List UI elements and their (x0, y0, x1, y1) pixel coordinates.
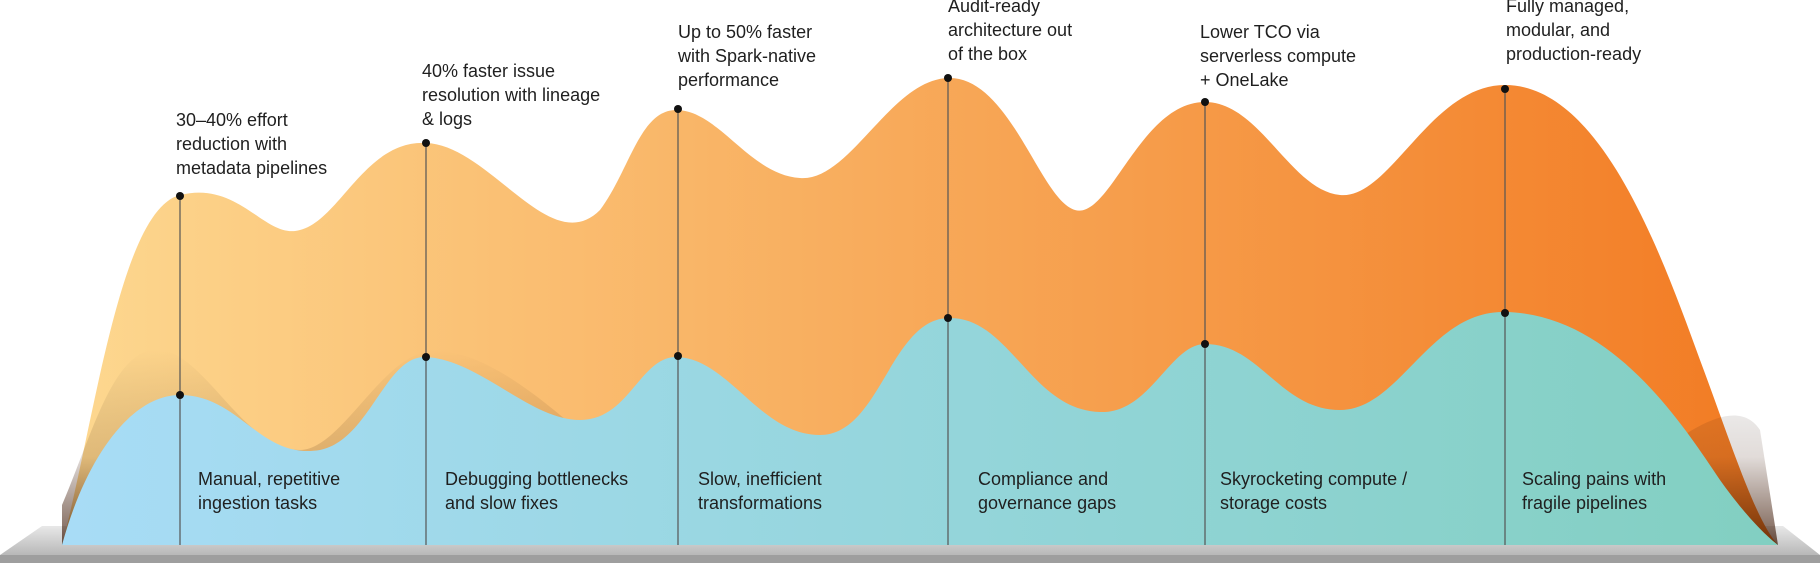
stage-4-top-marker (944, 74, 952, 82)
challenge-line: ingestion tasks (198, 493, 318, 513)
stage-guide-lines (179, 78, 1506, 545)
stage-5-top-marker (1201, 98, 1209, 106)
stage-1-top-marker (176, 192, 184, 200)
stage-2-top-marker (422, 139, 430, 147)
stage-6-top-marker (1501, 85, 1509, 93)
stage-1-mid-marker (176, 391, 184, 399)
challenge-line: Scaling pains with (1522, 469, 1667, 489)
benefit-line: & logs (422, 109, 473, 129)
benefit-line: Audit-ready (948, 0, 1041, 16)
benefit-line: + OneLake (1200, 70, 1289, 90)
stage-4-mid-marker (944, 314, 952, 322)
benefit-line: 30–40% effort (176, 110, 288, 130)
benefit-line: Lower TCO via (1200, 22, 1320, 42)
challenge-line: transformations (698, 493, 823, 513)
stage-2-mid-marker (422, 353, 430, 361)
benefit-line: architecture out (948, 20, 1073, 40)
base-platform-edge (0, 555, 1820, 563)
benefit-line: serverless compute (1200, 46, 1357, 66)
stage-6-benefit-label: Fully managed, modular, and production-rea… (1506, 0, 1641, 66)
stage-6-challenge-label: Scaling pains with fragile pipelines (1522, 467, 1666, 515)
benefit-line: with Spark-native (678, 46, 817, 66)
benefit-line: Fully managed, (1506, 0, 1630, 16)
challenge-line: storage costs (1220, 493, 1328, 513)
benefit-line: resolution with lineage (422, 85, 601, 105)
challenge-line: Compliance and (978, 469, 1109, 489)
stage-3-mid-marker (674, 352, 682, 360)
stage-3-challenge-label: Slow, inefficient transformations (698, 467, 822, 515)
challenge-line: fragile pipelines (1522, 493, 1648, 513)
challenge-line: Debugging bottlenecks (445, 469, 629, 489)
benefit-line: Up to 50% faster (678, 22, 813, 42)
benefit-line: production-ready (1506, 44, 1642, 64)
stage-2-benefit-label: 40% faster issue resolution with lineage &… (422, 59, 600, 131)
stage-1-challenge-label: Manual, repetitive ingestion tasks (198, 467, 340, 515)
challenge-line: Manual, repetitive (198, 469, 341, 489)
challenge-line: Skyrocketing compute / (1220, 469, 1408, 489)
stage-1-benefit-label: 30–40% effort reduction with metadata pipe… (176, 108, 327, 180)
benefit-line: reduction with (176, 134, 288, 154)
stage-5-benefit-label: Lower TCO via serverless compute + OneLak… (1200, 20, 1356, 92)
challenge-line: and slow fixes (445, 493, 559, 513)
benefit-line: modular, and (1506, 20, 1611, 40)
stage-3-top-marker (674, 105, 682, 113)
stage-3-benefit-label: Up to 50% faster with Spark-native perform… (678, 20, 816, 92)
benefit-line: metadata pipelines (176, 158, 328, 178)
stage-2-challenge-label: Debugging bottlenecks and slow fixes (445, 467, 628, 515)
challenge-line: Slow, inefficient (698, 469, 822, 489)
challenge-wave (62, 311, 1778, 545)
stage-5-challenge-label: Skyrocketing compute / storage costs (1220, 467, 1407, 515)
stage-5-mid-marker (1201, 340, 1209, 348)
benefit-line: 40% faster issue (422, 61, 556, 81)
stage-4-challenge-label: Compliance and governance gaps (978, 467, 1116, 515)
benefit-line: performance (678, 70, 780, 90)
challenge-line: governance gaps (978, 493, 1117, 513)
benefit-line: of the box (948, 44, 1028, 64)
stage-4-benefit-label: Audit-ready architecture out of the box (948, 0, 1072, 66)
stage-6-mid-marker (1501, 309, 1509, 317)
